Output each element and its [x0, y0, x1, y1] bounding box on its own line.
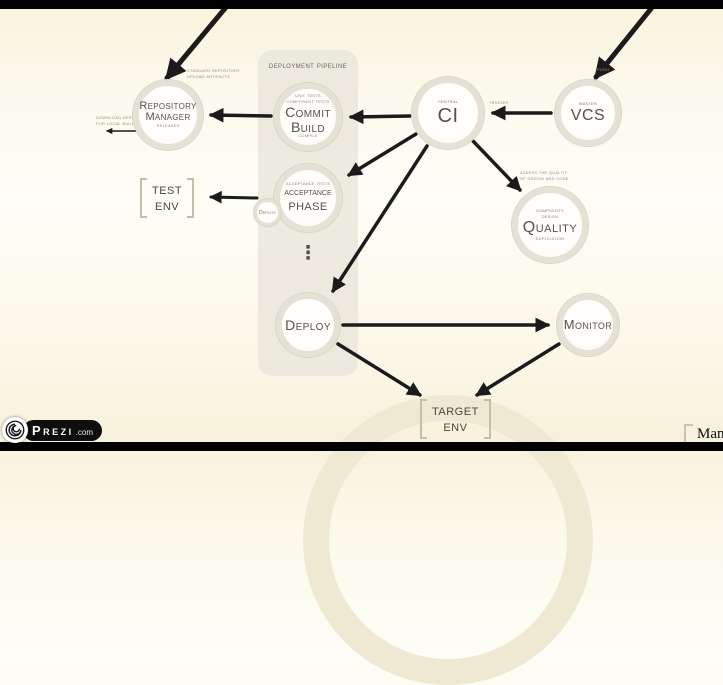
prezi-brand-text: Prezi [32, 422, 74, 438]
left-annotation-line1: download dependencies [96, 115, 157, 121]
node-acceptance-deploy-satellite[interactable]: Deploy [254, 199, 281, 226]
arrow-monitor-to-target-env [475, 342, 561, 397]
commit-note-component-tests: component tests [286, 98, 330, 105]
trigger-annotation: trigger [489, 100, 509, 106]
next-frame-text: Man [697, 426, 723, 442]
node-deploy[interactable]: Deploy [276, 293, 340, 357]
quality-note-duplication: duplication [535, 235, 565, 242]
arrow-deploy-to-target-env [336, 342, 422, 397]
deploy-label: Deploy [285, 316, 331, 333]
commit-note-unit-tests: unit tests [295, 93, 321, 100]
commit-note-compile: compile [298, 133, 318, 140]
push-annotation: push [597, 67, 609, 73]
test-env-line2: env [155, 197, 180, 214]
prezi-logo[interactable]: Prezi .com [2, 417, 103, 443]
commit-label-line2: Build [290, 118, 326, 135]
acceptance-note-tests: acceptance tests [285, 181, 331, 188]
ci-label: CI [437, 104, 459, 127]
arrow-layer [106, 0, 661, 397]
prezi-wordmark: Prezi .com [23, 419, 103, 441]
acceptance-label-line2: phase [288, 197, 328, 214]
quality-annotation-line1: assess the quality [520, 170, 568, 176]
vcs-label: VCS [570, 106, 606, 124]
arrow-top-right-to-vcs [593, 0, 661, 80]
letterbox-top [0, 0, 723, 9]
arrow-ci-to-acceptance [347, 132, 418, 177]
prezi-swirl-icon [2, 417, 28, 443]
quality-note-design: design [541, 213, 559, 220]
test-env-bracket-left [140, 178, 147, 218]
acceptance-label-line1: acceptance [284, 186, 332, 198]
monitor-label: Monitor [563, 317, 613, 333]
repository-label-line1: Repository [139, 99, 197, 112]
arrow-ci-to-deploy [331, 144, 429, 293]
target-env-frame[interactable]: target env [420, 399, 491, 439]
target-env-bracket-right [483, 399, 491, 439]
vcs-note-master: master [579, 101, 597, 108]
acceptance-satellite-label: Deploy [259, 209, 276, 216]
ellipsis-indicator: ⋮ [298, 243, 318, 264]
repository-label-line2: Manager [145, 111, 191, 124]
arrow-commit-to-repository [208, 107, 273, 123]
test-env-bracket-right [187, 178, 195, 218]
repository-annotation-line2: upload artifacts [187, 74, 230, 80]
target-env-line2: env [443, 418, 468, 435]
quality-annotation: assess the quality of design and code [520, 170, 569, 182]
arrow-top-left-to-repository [164, 0, 235, 81]
node-acceptance-phase[interactable]: acceptance tests acceptance phase [274, 164, 342, 232]
ci-note-central: central [437, 99, 459, 106]
repository-annotation: standard repository upload artifacts [187, 68, 240, 80]
arrow-acceptance-to-test-env [209, 190, 259, 204]
commit-label-line1: Commit [285, 103, 331, 120]
node-master-vcs[interactable]: master VCS [555, 80, 621, 146]
arrow-ci-to-quality [471, 139, 522, 192]
node-commit-build[interactable]: unit tests component tests Commit Build … [274, 83, 342, 151]
quality-annotation-line2: of design and code [520, 176, 569, 182]
repository-note: releases [156, 122, 180, 129]
node-repository-manager[interactable]: Repository Manager releases [133, 80, 203, 150]
quality-note-complexity: complexity [536, 208, 564, 215]
target-env-line1: target [432, 401, 479, 419]
node-central-ci[interactable]: central CI [412, 77, 484, 149]
left-annotation: download dependencies for local builds [96, 115, 157, 127]
pipeline-title: deployment pipeline [268, 61, 348, 70]
repository-annotation-line1: standard repository [187, 68, 240, 74]
letterbox-bottom [0, 442, 723, 451]
arrow-ci-to-commit-build [348, 109, 412, 125]
test-env-line1: test [152, 180, 183, 198]
target-env-bracket-left [420, 399, 427, 439]
quality-label: Quality [522, 218, 578, 236]
test-env-frame[interactable]: test env [140, 178, 195, 218]
left-annotation-line2: for local builds [96, 121, 138, 127]
node-quality[interactable]: complexity design Quality duplication [512, 187, 588, 263]
node-monitor[interactable]: Monitor [557, 294, 619, 356]
prezi-suffix-text: .com [75, 427, 94, 437]
